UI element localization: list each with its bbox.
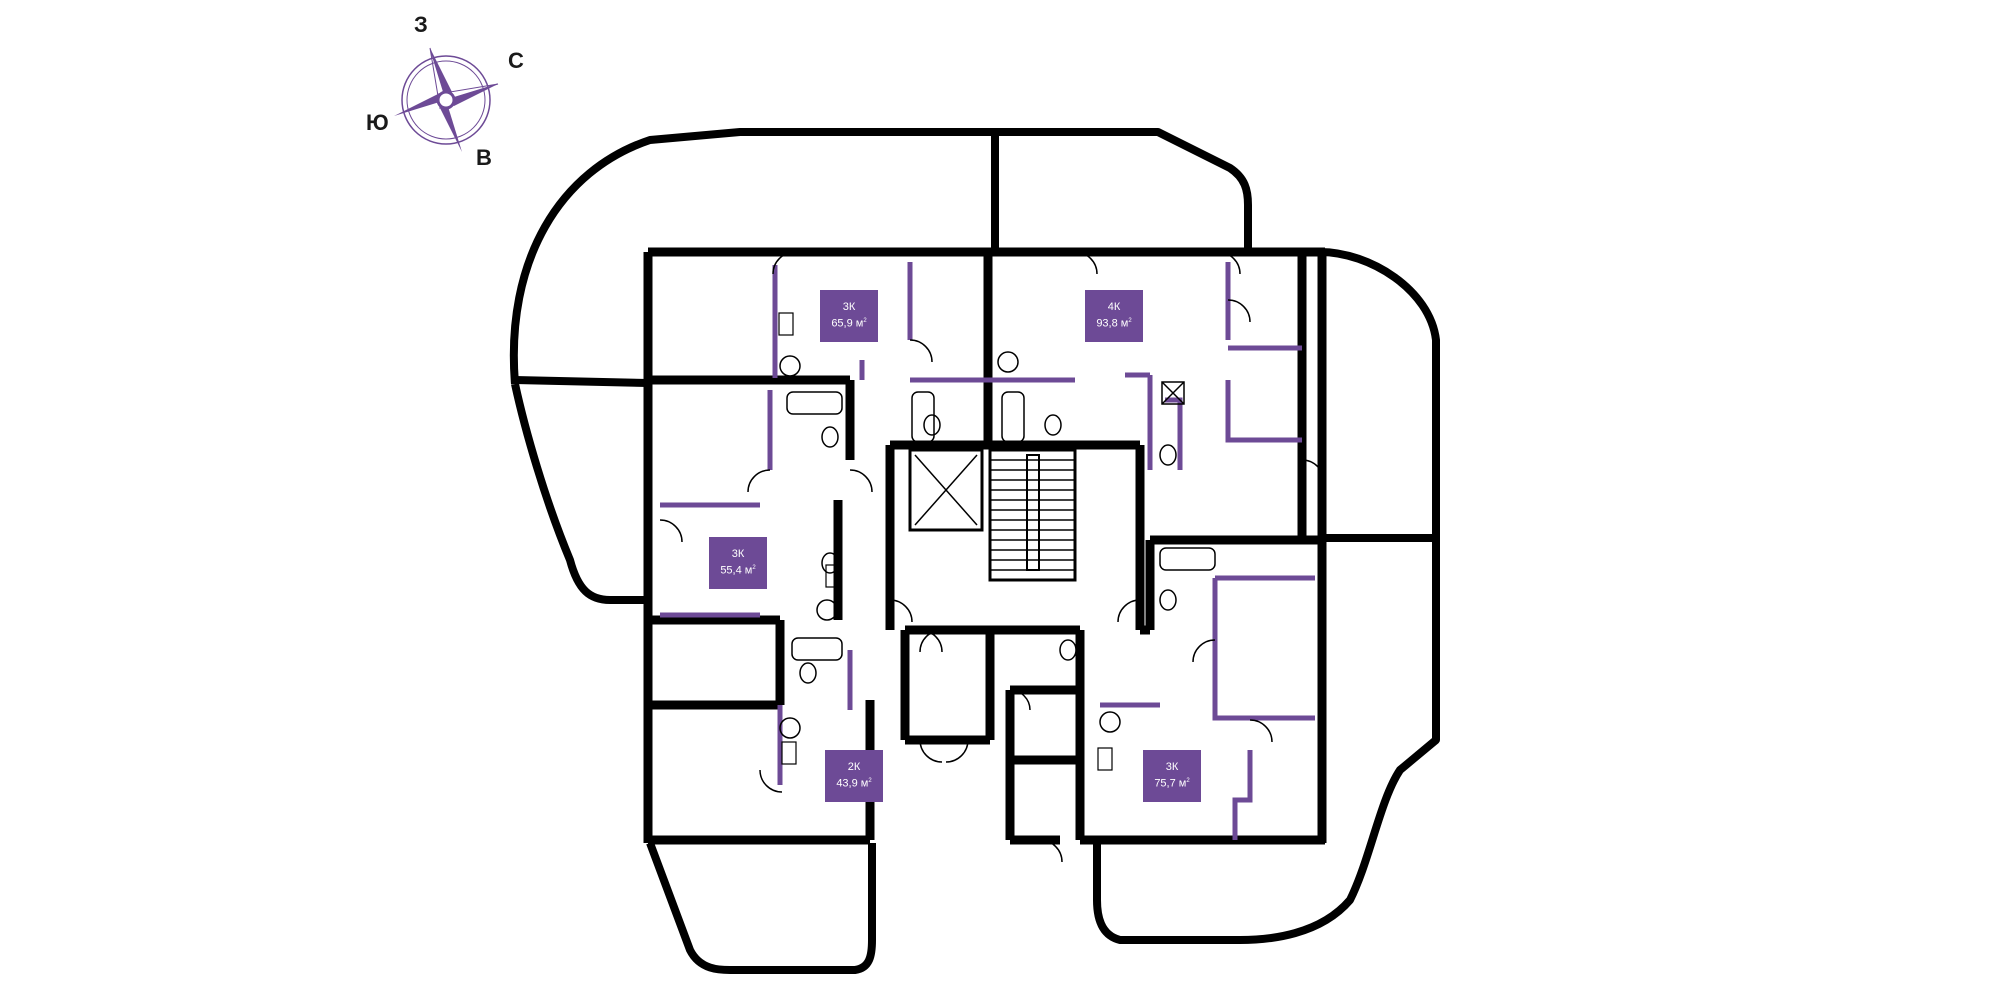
compass-west-label: Ю (366, 110, 389, 135)
compass-rose-icon (394, 47, 499, 152)
apartment-area: 75,7 м2 (1154, 777, 1190, 790)
bathroom-fixtures (779, 351, 1216, 739)
partitions (660, 262, 1315, 840)
apartment-3k-65-9[interactable]: 3К 65,9 м2 (820, 290, 878, 342)
kitchen-stoves (778, 312, 1113, 771)
elevator-shaft (908, 448, 984, 532)
apartment-rooms: 3К (731, 548, 745, 560)
interior-walls (648, 252, 1327, 845)
compass-east-label: С (508, 48, 524, 73)
windows (647, 251, 1323, 841)
compass-south-label: В (476, 145, 492, 170)
apartment-3k-75-7[interactable]: 3К 75,7 м2 (1143, 750, 1201, 802)
apartment-4k-93-8[interactable]: 4К 93,8 м2 (1085, 290, 1143, 342)
compass-north-label: З (414, 12, 428, 37)
apartment-area: 43,9 м2 (836, 777, 872, 790)
apartment-area: 65,9 м2 (831, 317, 867, 330)
compass: З С Ю В (366, 10, 538, 180)
apartment-area: 93,8 м2 (1096, 317, 1132, 330)
outer-terrace-outline (509, 128, 1440, 974)
apartment-area: 55,4 м2 (720, 564, 756, 577)
apartment-rooms: 4К (1107, 301, 1121, 313)
apartment-3k-55-4[interactable]: 3К 55,4 м2 (709, 537, 767, 589)
apartment-rooms: 3К (842, 301, 856, 313)
staircase (988, 448, 1077, 582)
doors (659, 251, 1325, 863)
apartment-rooms: 3К (1165, 761, 1179, 773)
apartment-rooms: 2К (847, 761, 861, 773)
apartment-2k-43-9[interactable]: 2К 43,9 м2 (825, 750, 883, 802)
